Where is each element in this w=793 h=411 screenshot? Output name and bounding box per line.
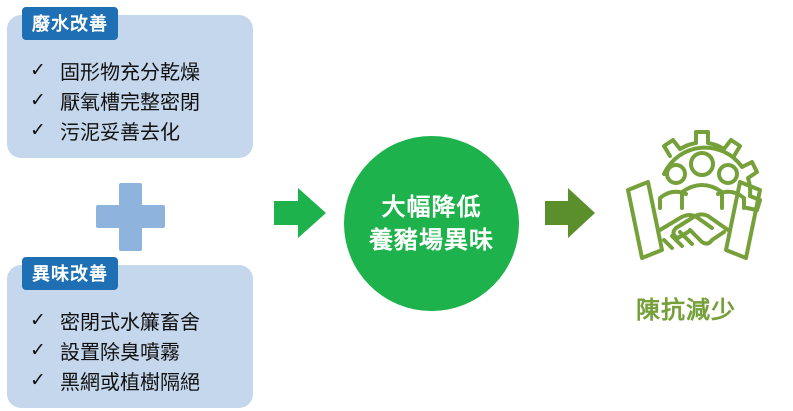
circle-line-1: 大幅降低 (381, 192, 482, 221)
list-item: ✓ 密閉式水簾畜舍 (30, 305, 200, 335)
check-icon: ✓ (30, 369, 46, 391)
list-item: ✓ 污泥妥善去化 (30, 115, 200, 145)
check-icon: ✓ (30, 309, 46, 331)
check-icon: ✓ (30, 119, 46, 141)
check-icon: ✓ (30, 89, 46, 111)
result-label: 陳抗減少 (636, 296, 736, 324)
arrow-right-icon (274, 188, 326, 238)
list-item-label: 固形物充分乾燥 (60, 59, 200, 84)
list-item: ✓ 設置除臭噴霧 (30, 335, 200, 365)
list-item-label: 設置除臭噴霧 (60, 339, 180, 364)
gear-team-handshake-icon (626, 130, 762, 260)
circle-line-2: 養豬場異味 (369, 225, 494, 254)
list-item-label: 厭氧槽完整密閉 (60, 89, 200, 114)
result-circle: 大幅降低 養豬場異味 (344, 136, 519, 311)
wastewater-title: 廢水改善 (22, 7, 118, 40)
check-icon: ✓ (30, 59, 46, 81)
list-item: ✓ 黑網或植樹隔絕 (30, 365, 200, 395)
list-item-label: 黑網或植樹隔絕 (60, 369, 200, 394)
odor-list: ✓ 密閉式水簾畜舍 ✓ 設置除臭噴霧 ✓ 黑網或植樹隔絕 (30, 305, 200, 395)
wastewater-list: ✓ 固形物充分乾燥 ✓ 厭氧槽完整密閉 ✓ 污泥妥善去化 (30, 55, 200, 145)
check-icon: ✓ (30, 339, 46, 361)
list-item-label: 密閉式水簾畜舍 (60, 309, 200, 334)
odor-title: 異味改善 (22, 257, 118, 290)
list-item: ✓ 厭氧槽完整密閉 (30, 85, 200, 115)
arrow-right-icon (545, 188, 595, 238)
list-item: ✓ 固形物充分乾燥 (30, 55, 200, 85)
plus-icon-bar (96, 205, 165, 228)
list-item-label: 污泥妥善去化 (60, 119, 180, 144)
